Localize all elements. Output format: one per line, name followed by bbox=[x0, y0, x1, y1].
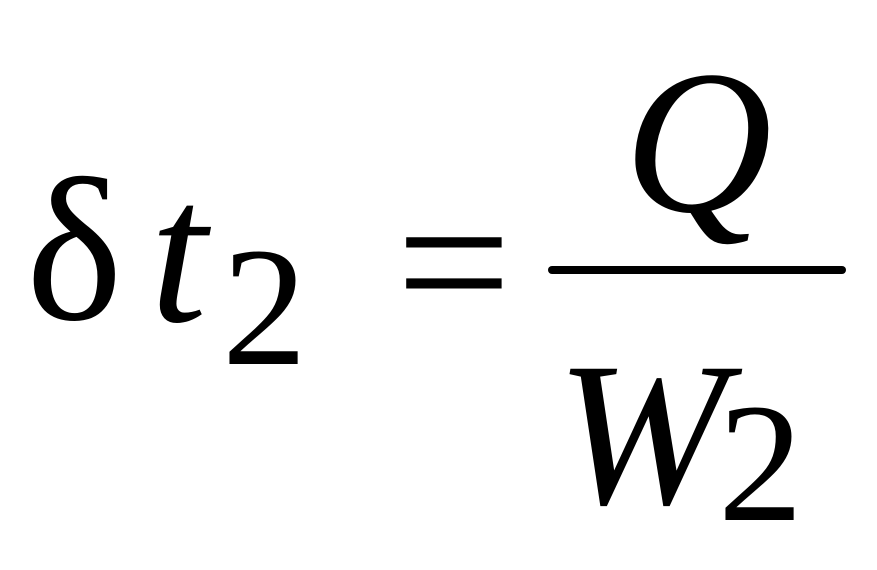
equals-sign: = bbox=[396, 149, 512, 376]
numerator: Q bbox=[624, 29, 773, 256]
denominator-variable: W bbox=[556, 321, 727, 548]
fraction-bar bbox=[548, 266, 846, 274]
delta-symbol: δ bbox=[26, 137, 123, 364]
lhs-variable: t bbox=[150, 139, 207, 366]
denominator-subscript: 2 bbox=[718, 369, 803, 557]
lhs-subscript: 2 bbox=[222, 213, 307, 401]
